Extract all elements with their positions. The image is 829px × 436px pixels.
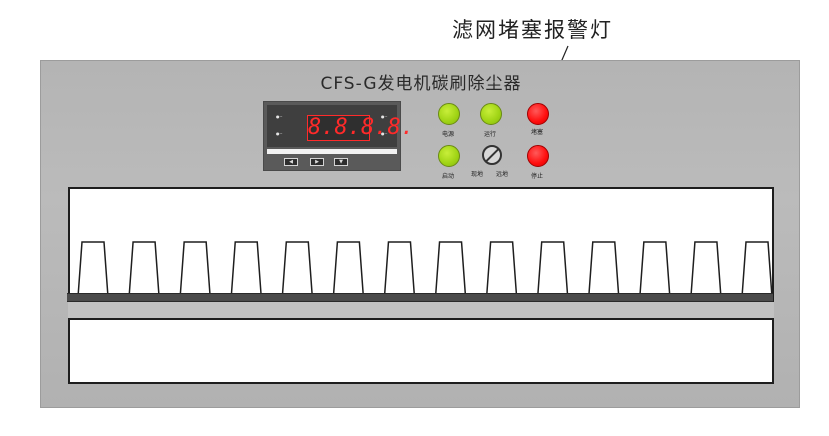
collector-tray [68, 302, 774, 320]
carbon-brush [741, 241, 773, 298]
carbon-brush [128, 241, 160, 298]
controller-divider [267, 149, 397, 154]
power-lamp [438, 103, 460, 125]
callout-label: 滤网堵塞报警灯 [452, 18, 613, 42]
power-lamp-label: 电源 [442, 131, 455, 138]
mode-local-label: 现地 [471, 171, 484, 178]
key-left-button[interactable]: ◀ [284, 158, 298, 166]
mode-remote-label: 远地 [496, 171, 509, 178]
carbon-brush [179, 241, 211, 298]
controller-face: ●-- ●-- ●-- ●-- 8.8.8.8. [267, 105, 414, 147]
indicator-right-2: ●-- [381, 131, 388, 136]
carbon-brush [485, 241, 518, 298]
stop-lamp-label: 停止 [531, 173, 544, 180]
indicator-left-2: ●-- [276, 131, 283, 136]
running-lamp-label: 运行 [484, 131, 497, 138]
carbon-brush [434, 241, 467, 298]
carbon-brush [77, 241, 109, 298]
stop-lamp-button[interactable] [527, 145, 549, 167]
blocked-alarm-lamp [527, 103, 549, 125]
running-lamp [480, 103, 502, 125]
key-right-button[interactable]: ▶ [310, 158, 324, 166]
carbon-brush-row [77, 241, 773, 298]
carbon-brush [536, 241, 569, 298]
key-down-button[interactable]: ▼ [334, 158, 348, 166]
dust-collector-cabinet: CFS-G发电机碳刷除尘器 ●-- ●-- ●-- ●-- 8.8.8.8. ◀… [40, 60, 800, 408]
panel-title: CFS-G发电机碳刷除尘器 [320, 74, 522, 94]
carbon-brush [332, 241, 365, 298]
indicator-left-1: ●-- [276, 114, 283, 119]
carbon-brush [281, 241, 314, 298]
indicator-right-1: ●-- [381, 114, 388, 119]
mode-selector-knob[interactable] [482, 145, 502, 165]
carbon-brush [383, 241, 416, 298]
carbon-brush [639, 241, 671, 298]
digital-controller: ●-- ●-- ●-- ●-- 8.8.8.8. ◀ ▶ ▼ [263, 101, 414, 171]
carbon-brush [230, 241, 263, 298]
blocked-lamp-label: 堵塞 [531, 129, 544, 136]
start-lamp-label: 启动 [442, 173, 455, 180]
carbon-brush [587, 241, 620, 298]
carbon-brush [690, 241, 722, 298]
collector-rail [67, 293, 773, 302]
start-lamp-button[interactable] [438, 145, 460, 167]
